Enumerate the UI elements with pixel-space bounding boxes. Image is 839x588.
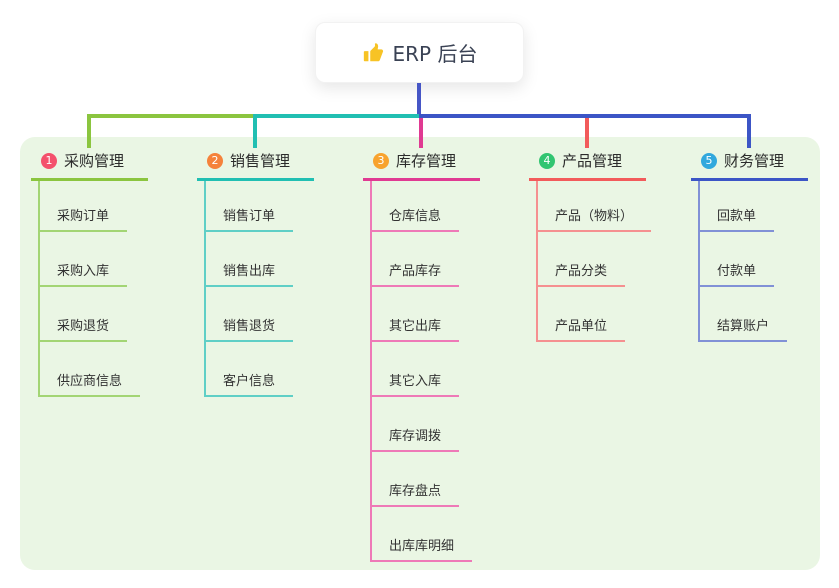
child-node[interactable]: 产品（物料） [538, 205, 652, 232]
root-stem-line [417, 83, 421, 116]
child-row: 其它出库 [372, 287, 480, 342]
branch-2-title[interactable]: 2 销售管理 [197, 149, 314, 181]
child-row: 回款单 [700, 181, 808, 232]
branch-3-children: 仓库信息产品库存其它出库其它入库库存调拨库存盘点出库库明细 [370, 181, 480, 562]
branch-1-number-badge: 1 [41, 152, 57, 169]
branch-3-number-badge: 3 [373, 152, 389, 169]
bus-segment-2 [253, 114, 419, 118]
bus-segment-1 [87, 114, 253, 118]
branch-3: 3 库存管理仓库信息产品库存其它出库其它入库库存调拨库存盘点出库库明细 [363, 149, 480, 562]
thumbs-up-icon [363, 42, 383, 61]
child-row: 销售退货 [206, 287, 314, 342]
child-node[interactable]: 客户信息 [206, 370, 294, 397]
branch-2-number-badge: 2 [207, 152, 223, 169]
child-row: 结算账户 [700, 287, 808, 342]
child-node[interactable]: 库存盘点 [372, 480, 460, 507]
branch-5-title[interactable]: 5 财务管理 [691, 149, 808, 181]
child-row: 供应商信息 [40, 342, 148, 397]
root-node-label: ERP 后台 [392, 42, 478, 66]
branch-3-label: 库存管理 [396, 152, 457, 170]
child-node[interactable]: 采购入库 [40, 260, 128, 287]
branch-4-number-badge: 4 [539, 152, 555, 169]
child-row: 产品单位 [538, 287, 646, 342]
child-row: 采购订单 [40, 181, 148, 232]
branch-1-children: 采购订单采购入库采购退货供应商信息 [38, 181, 148, 397]
branch-3-drop-line [419, 114, 423, 148]
branch-5-children: 回款单付款单结算账户 [698, 181, 808, 342]
branch-5-number-badge: 5 [701, 152, 717, 169]
branch-4-children: 产品（物料） 产品分类产品单位 [536, 181, 652, 342]
child-row: 出库库明细 [372, 507, 480, 562]
child-row: 产品分类 [538, 232, 646, 287]
child-node[interactable]: 库存调拨 [372, 425, 460, 452]
branch-4: 4 产品管理产品（物料） 产品分类产品单位 [529, 149, 652, 342]
branch-5-label: 财务管理 [724, 152, 785, 170]
branch-4-label: 产品管理 [562, 152, 623, 170]
branch-1-title[interactable]: 1 采购管理 [31, 149, 148, 181]
child-node[interactable]: 采购退货 [40, 315, 128, 342]
child-node[interactable]: 产品分类 [538, 260, 626, 287]
child-row: 库存盘点 [372, 452, 480, 507]
child-node[interactable]: 回款单 [700, 205, 775, 232]
child-row: 销售出库 [206, 232, 314, 287]
branch-2-label: 销售管理 [230, 152, 291, 170]
root-node-erp-backend[interactable]: ERP 后台 [315, 22, 524, 83]
branch-4-title[interactable]: 4 产品管理 [529, 149, 646, 181]
child-node[interactable]: 出库库明细 [372, 535, 473, 562]
child-node[interactable]: 采购订单 [40, 205, 128, 232]
child-node[interactable]: 其它入库 [372, 370, 460, 397]
child-node[interactable]: 仓库信息 [372, 205, 460, 232]
branch-3-title[interactable]: 3 库存管理 [363, 149, 480, 181]
child-row: 客户信息 [206, 342, 314, 397]
child-node[interactable]: 销售出库 [206, 260, 294, 287]
branch-1-label: 采购管理 [64, 152, 125, 170]
child-row: 采购入库 [40, 232, 148, 287]
child-row: 仓库信息 [372, 181, 480, 232]
branch-2: 2 销售管理销售订单销售出库销售退货客户信息 [197, 149, 314, 397]
child-node[interactable]: 其它出库 [372, 315, 460, 342]
child-node[interactable]: 产品库存 [372, 260, 460, 287]
child-node[interactable]: 付款单 [700, 260, 775, 287]
branch-2-drop-line [253, 114, 257, 148]
child-node[interactable]: 结算账户 [700, 315, 788, 342]
child-row: 库存调拨 [372, 397, 480, 452]
child-row: 其它入库 [372, 342, 480, 397]
branch-5: 5 财务管理回款单付款单结算账户 [691, 149, 808, 342]
mindmap-background-panel [20, 137, 820, 570]
child-node[interactable]: 产品单位 [538, 315, 626, 342]
child-row: 产品库存 [372, 232, 480, 287]
child-row: 销售订单 [206, 181, 314, 232]
bus-segment-5 [419, 114, 751, 118]
child-node[interactable]: 供应商信息 [40, 370, 141, 397]
branch-2-children: 销售订单销售出库销售退货客户信息 [204, 181, 314, 397]
child-row: 产品（物料） [538, 181, 652, 232]
branch-4-drop-line [585, 114, 589, 148]
branch-5-drop-line [747, 114, 751, 148]
child-row: 采购退货 [40, 287, 148, 342]
child-node[interactable]: 销售退货 [206, 315, 294, 342]
branch-1-drop-line [87, 114, 91, 148]
child-row: 付款单 [700, 232, 808, 287]
child-node[interactable]: 销售订单 [206, 205, 294, 232]
branch-1: 1 采购管理采购订单采购入库采购退货供应商信息 [31, 149, 148, 397]
